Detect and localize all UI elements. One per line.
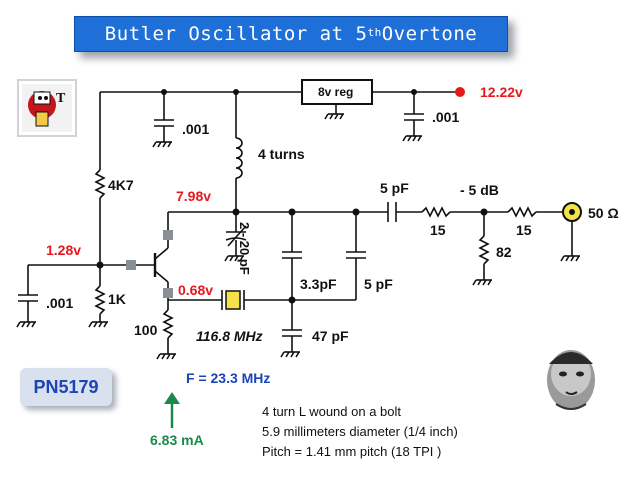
portrait-icon (532, 344, 610, 422)
supply-terminal (455, 87, 465, 97)
base-testpoint (126, 260, 136, 270)
trimmer-label: 2 - 20 pF (237, 222, 252, 275)
pad-shunt-resistor (478, 235, 490, 265)
load-label: 50 Ω (588, 205, 619, 221)
supply-voltage: 12.22v (480, 84, 523, 100)
cap-5p-label: 5 pF (364, 276, 393, 292)
emitter-testpoint (163, 288, 173, 298)
part-number: PN5179 (33, 376, 99, 397)
fundamental-frequency: F = 23.3 MHz (186, 370, 271, 386)
collector-current: 6.83 mA (150, 432, 204, 448)
emitter-voltage: 0.68v (178, 282, 214, 298)
regulator-label: 8v reg (318, 85, 354, 99)
regulator-box (301, 79, 373, 105)
emitter-resistor-label: 100 (134, 322, 158, 338)
crystal-frequency: 116.8 MHz (196, 328, 263, 344)
transistor-collector (154, 247, 169, 260)
note-line-3: Pitch = 1.41 mm pitch (18 TPI ) (262, 444, 442, 459)
pad-attenuation-label: - 5 dB (460, 182, 499, 198)
trimmer-arrow (227, 225, 247, 247)
pad-r2-label: 15 (516, 222, 532, 238)
collector-testpoint (163, 230, 173, 240)
cap-47p-label: 47 pF (312, 328, 349, 344)
logo-icon: T (17, 79, 77, 137)
base-voltage: 1.28v (46, 242, 82, 258)
pad-resistor-2 (507, 206, 537, 218)
resistor-1k-label: 1K (108, 291, 126, 307)
resistor-100 (162, 309, 174, 339)
resistor-4k7-label: 4K7 (108, 177, 134, 193)
pad-resistor-1 (421, 206, 451, 218)
collector-voltage: 7.98v (176, 188, 212, 204)
part-number-badge: PN5179 (20, 368, 112, 406)
pad-shunt-label: 82 (496, 244, 512, 260)
crystal-body (225, 290, 241, 310)
inductor-label: 4 turns (258, 146, 305, 162)
base-cap-label: .001 (46, 295, 74, 311)
svg-text:T: T (56, 91, 66, 106)
note-line-2: 5.9 millimeters diameter (1/4 inch) (262, 424, 458, 439)
cap-top-left-label: .001 (182, 121, 210, 137)
resistor-1k (94, 285, 106, 315)
note-line-1: 4 turn L wound on a bolt (262, 404, 402, 419)
cap-3p3-label: 3.3pF (300, 276, 337, 292)
transistor-emitter (154, 270, 169, 283)
inductor-coil (235, 137, 243, 179)
current-arrow-head (164, 392, 180, 404)
output-cap-label: 5 pF (380, 180, 409, 196)
resistor-4k7 (94, 169, 106, 199)
cap-top-right-label: .001 (432, 109, 460, 125)
pad-r1-label: 15 (430, 222, 446, 238)
